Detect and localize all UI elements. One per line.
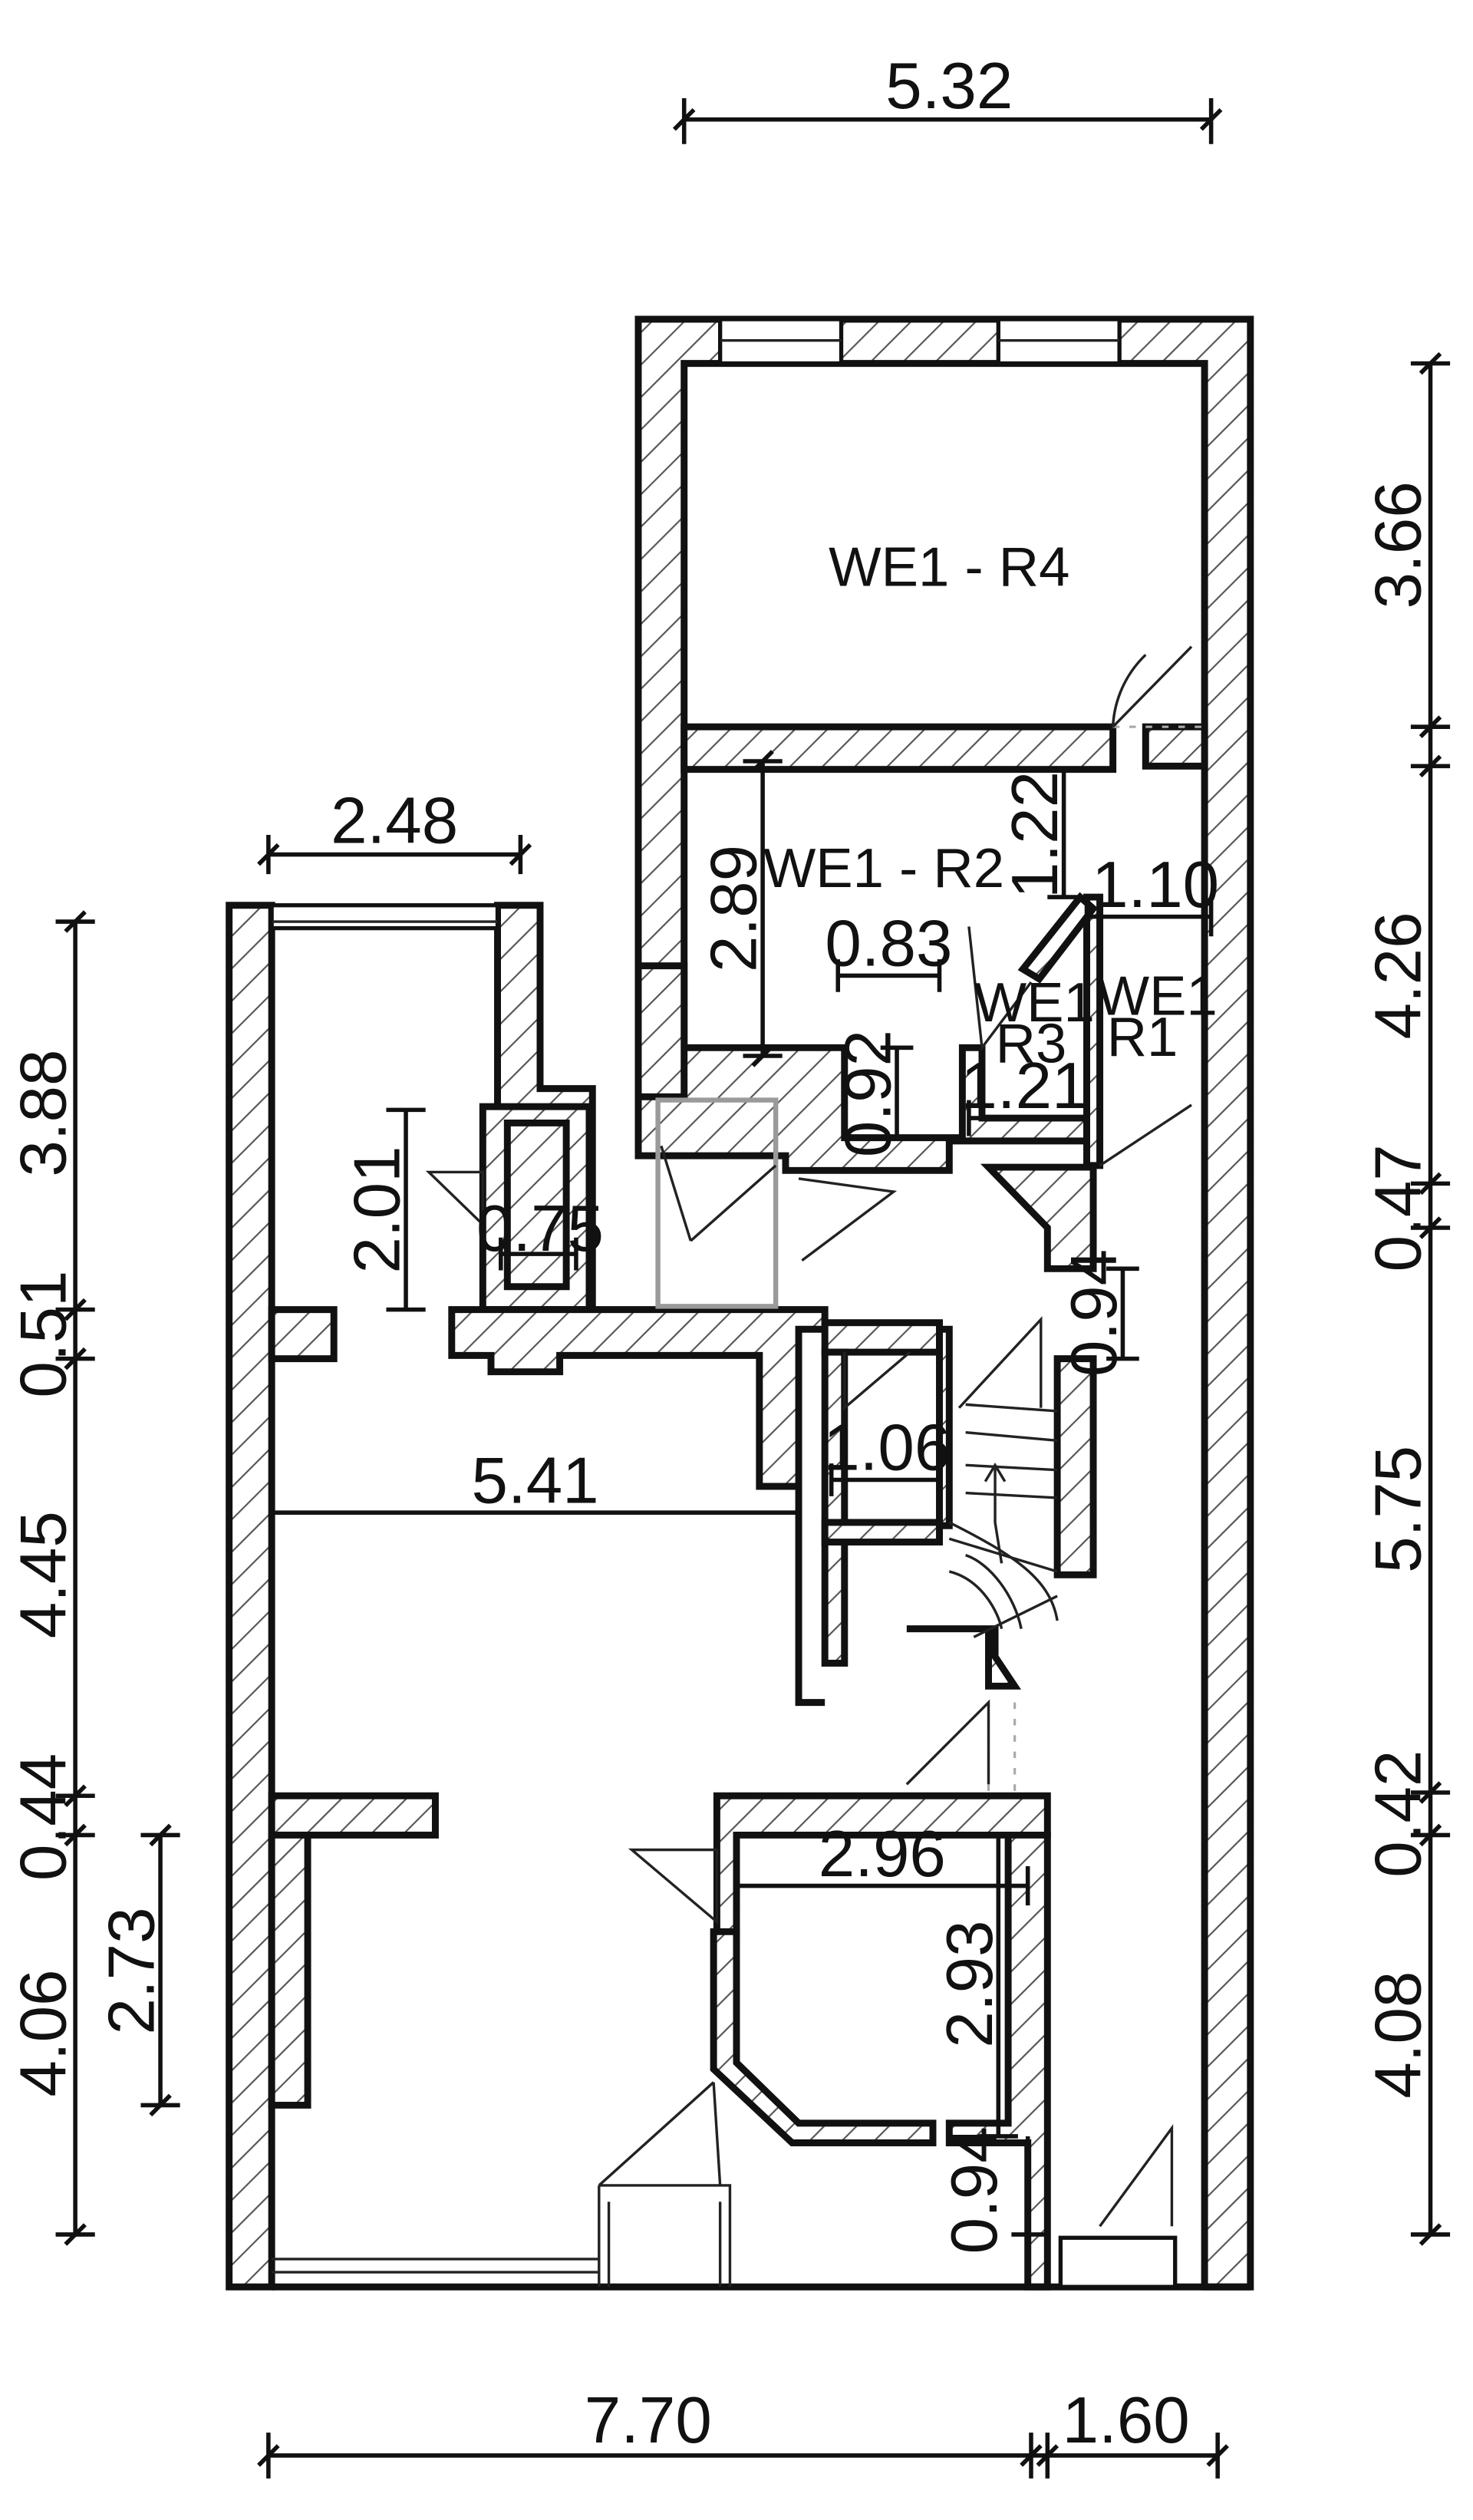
dim-bottom-gap: 0.94	[938, 2126, 1011, 2254]
dim-hall-gap: 0.94	[1058, 1249, 1131, 1377]
wall-stair-top	[821, 1319, 943, 1356]
vestibule-outline	[655, 1097, 779, 1309]
wall-stair-mid	[821, 1519, 943, 1546]
room-label-r3-line1: WE1	[974, 971, 1095, 1034]
dim-main-width: 5.41	[472, 1444, 599, 1517]
pier-left-1	[268, 1306, 338, 1363]
dim-left-chain-2: 0.51	[7, 1271, 80, 1398]
dim-left-chain-5: 4.06	[7, 1970, 80, 2097]
door-swings	[425, 645, 1193, 2228]
dim-r3-width: 1.21	[961, 1050, 1088, 1123]
wall-left-lower	[268, 1831, 311, 2109]
room-label-r3-line2: R3	[996, 1013, 1067, 1075]
dim-right-chain-4: 5.75	[1363, 1446, 1435, 1573]
dim-niche-small: 0.92	[832, 1030, 905, 1157]
dim-room-width: 2.96	[819, 1818, 946, 1891]
wall-r3-diagonal	[1017, 892, 1099, 984]
pier-left-2	[268, 1792, 439, 1839]
dim-bottom-right: 1.60	[1063, 2384, 1190, 2457]
dim-right-chain-2: 4.26	[1363, 912, 1435, 1039]
dim-passage: 1.22	[999, 771, 1072, 899]
dimension-lines	[55, 97, 1451, 2479]
room-label-r1-line2: R1	[1107, 1006, 1178, 1068]
dim-left-inner: 2.73	[96, 1907, 169, 2034]
dim-right-chain-5: 0.42	[1363, 1750, 1435, 1878]
wall-left-wing	[226, 902, 275, 2291]
dim-r2-niche: 0.83	[825, 908, 952, 981]
dim-left-chain-1: 3.88	[7, 1050, 80, 1177]
wall-stair-east	[1053, 1355, 1097, 1578]
staircase	[948, 1403, 1059, 1638]
wall-stair-bottom	[906, 1625, 1022, 1690]
dim-right-chain-3: 0.47	[1363, 1144, 1435, 1272]
wall-r2-left	[634, 962, 688, 1100]
room-labels: WE1 - R4 WE1 - R2 WE1 R3 WE1 R1	[763, 536, 1218, 1075]
dim-closet-height: 2.01	[341, 1146, 414, 1273]
dim-top-width: 5.32	[885, 50, 1013, 123]
dim-room-height: 2.93	[934, 1921, 1007, 2048]
dimension-labels: 5.32 2.48 2.89 0.83 1.22 1.10 0.92 1.21 …	[7, 50, 1435, 2457]
walls	[226, 315, 1254, 2291]
wall-stair-left	[821, 1348, 849, 1667]
wall-r4-south-stub	[1142, 723, 1208, 770]
room-label-r1-line1: WE1	[1097, 965, 1218, 1027]
room-label-r4: WE1 - R4	[829, 536, 1069, 599]
dim-left-chain-4: 0.44	[7, 1753, 80, 1881]
dim-bottom-left: 7.70	[585, 2384, 712, 2457]
dim-right-chain-1: 3.66	[1363, 481, 1435, 609]
dim-closet-width: 0.75	[476, 1192, 604, 1265]
wall-bottom-room-left	[710, 1928, 937, 2146]
dim-right-chain-6: 4.08	[1363, 1971, 1435, 2099]
wall-stair-inner	[936, 1325, 953, 1529]
room-label-r2: WE1 - R2	[763, 837, 1004, 899]
dim-r1-width: 1.10	[1092, 849, 1219, 922]
dim-left-chain-3: 4.45	[7, 1511, 80, 1638]
dim-stair-wall: 1.06	[823, 1412, 951, 1485]
wall-block-east	[980, 1163, 1097, 1272]
outline-details	[272, 725, 1251, 2291]
dim-r2-height: 2.89	[698, 845, 771, 972]
dim-left-bay-width: 2.48	[331, 785, 458, 858]
